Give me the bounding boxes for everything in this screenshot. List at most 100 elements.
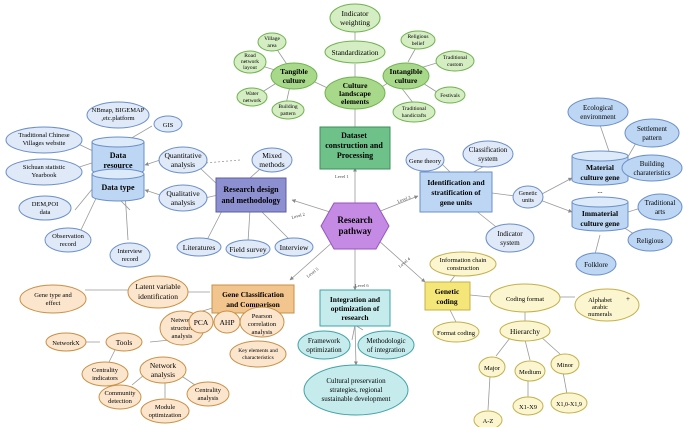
- svg-text:Folklore: Folklore: [584, 261, 608, 269]
- folklore-node: Folklore: [575, 252, 617, 276]
- interview-node: Interview: [274, 237, 314, 257]
- x1-x9-node: X1-X9: [512, 396, 544, 416]
- format-coding-node: Format coding: [432, 321, 480, 343]
- x10-node: X1,0-X1,9: [550, 392, 588, 414]
- svg-text:Interview: Interview: [280, 243, 309, 252]
- hierarchy-node: Hierarchy: [499, 320, 551, 342]
- level-5-label: Level 5: [306, 266, 320, 279]
- svg-text:Tools: Tools: [116, 338, 133, 347]
- svg-text:Minor: Minor: [557, 362, 574, 369]
- religious-node: Religious: [627, 228, 673, 252]
- svg-text:AHP: AHP: [219, 318, 234, 327]
- standardization-node: Standardization: [324, 40, 386, 64]
- gene-theory-node: Gene theory: [405, 148, 445, 172]
- svg-text:Dataset construction and: Dataset construction and Processing: [325, 131, 385, 160]
- dataset-line-2: construction and: [325, 141, 383, 150]
- literatures-node: Literatures: [176, 237, 222, 257]
- svg-text:GIS: GIS: [163, 122, 174, 129]
- svg-text:Format coding: Format coding: [437, 330, 476, 337]
- svg-text:Festivals: Festivals: [440, 93, 460, 99]
- svg-text:Medium: Medium: [519, 369, 541, 376]
- svg-text:A-Z: A-Z: [483, 418, 494, 425]
- field-survey-node: Field survey: [225, 239, 271, 259]
- standardization-text: Standardization: [331, 48, 378, 57]
- level-3-label: Level 3: [397, 194, 412, 204]
- gis-node: GIS: [153, 115, 183, 133]
- svg-text:PCA: PCA: [194, 318, 209, 327]
- svg-text:Hierarchy: Hierarchy: [510, 327, 540, 336]
- networkx-node: NetworkX: [45, 332, 87, 352]
- festivals-node: Festivals: [434, 86, 466, 104]
- svg-text:Religious: Religious: [637, 237, 664, 245]
- pca-node: PCA: [188, 310, 214, 334]
- svg-text:Gene theory: Gene theory: [409, 158, 442, 165]
- svg-text:NBmap, BIGEMAP,etc.platform: NBmap, BIGEMAP,etc.platform: [92, 107, 145, 122]
- level-2-label: Level 2: [291, 212, 305, 220]
